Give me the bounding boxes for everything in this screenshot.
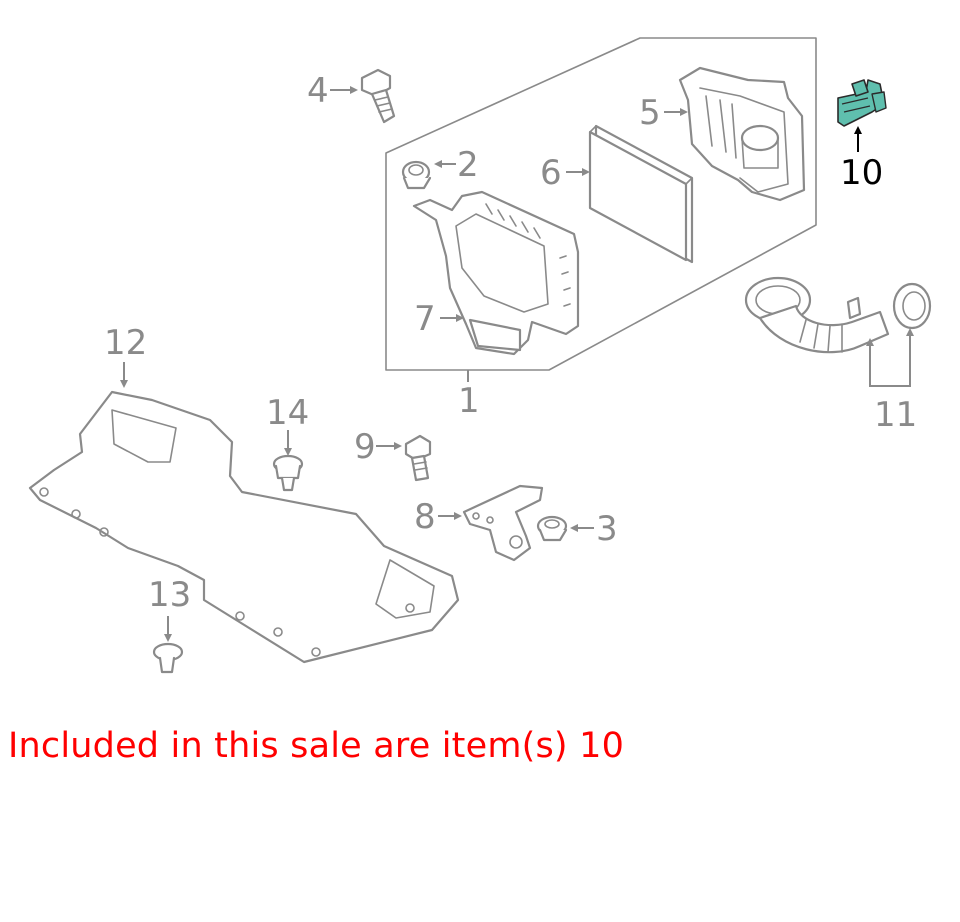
callout-3: 3 [596,509,618,549]
air-filter [588,124,694,264]
callout-7: 7 [414,299,436,339]
callout-10: 10 [840,153,883,193]
grommet-icon [536,515,568,542]
callout-8: 8 [414,497,436,537]
callout-5: 5 [639,93,661,133]
bracket [462,484,544,562]
callout-13: 13 [148,575,191,615]
callout-9: 9 [354,427,376,467]
callout-14: 14 [266,393,309,433]
clip-icon [272,454,304,492]
callout-12: 12 [104,323,147,363]
bolt-icon [404,434,432,482]
parts-diagram: 1 4 2 6 5 7 [28,37,932,674]
air-cleaner-cover [678,66,806,202]
sale-note: Included in this sale are item(s) 10 [8,726,625,766]
intake-duct [744,276,932,354]
callout-6: 6 [540,153,562,193]
assembly-box-outline [385,37,817,371]
under-cover [28,390,460,664]
callout-2: 2 [457,145,479,185]
sensor-icon [837,79,887,127]
bolt-icon [360,68,396,124]
clip-icon [152,642,184,674]
callout-1: 1 [458,381,480,421]
callout-11: 11 [874,395,917,435]
grommet-icon [401,160,432,190]
callout-4: 4 [307,71,329,111]
air-cleaner-case [412,190,580,356]
